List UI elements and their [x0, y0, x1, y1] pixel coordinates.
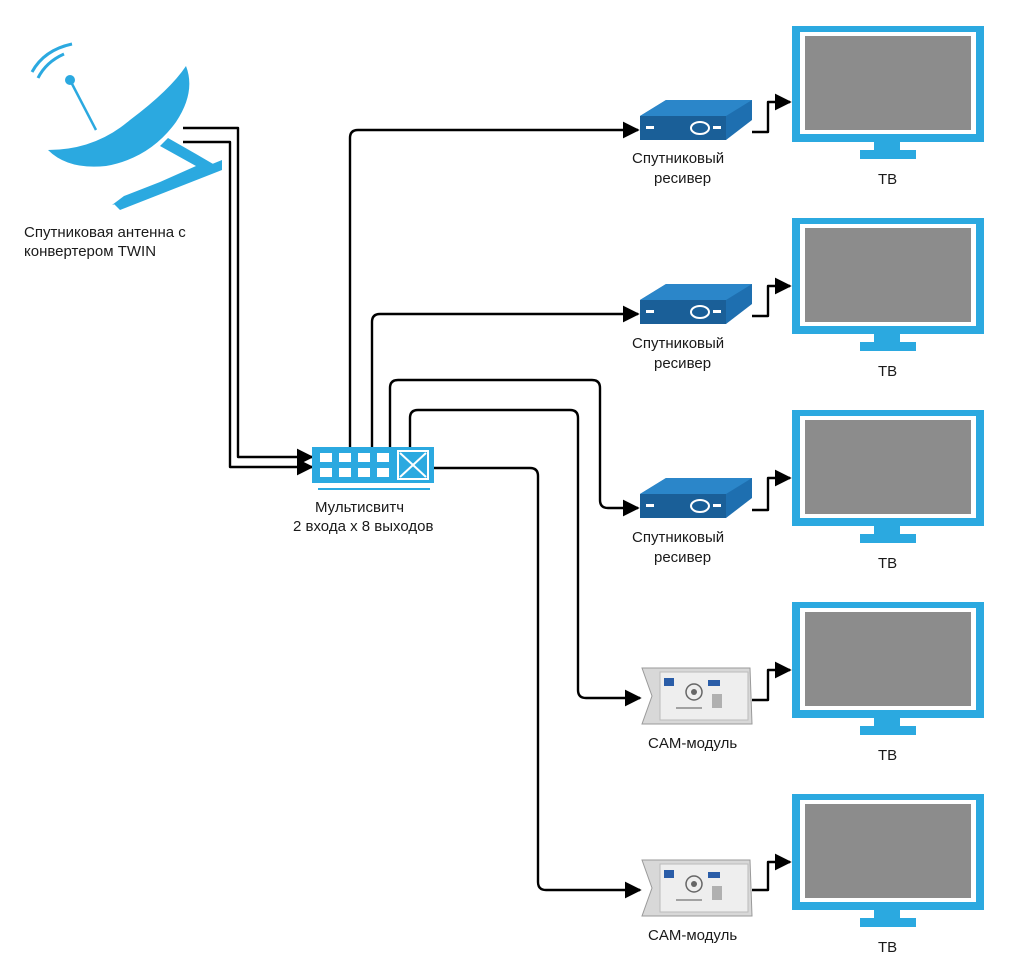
- receiver-3-label-line2: ресивер: [654, 549, 711, 566]
- receiver-3-label-line1: Спутниковый: [632, 529, 724, 546]
- tv-3-label: ТВ: [878, 555, 897, 572]
- wire-antenna-to-multiswitch-1: [183, 126, 314, 466]
- tv-2-label: ТВ: [878, 363, 897, 380]
- tv-icon: [792, 602, 984, 735]
- wire-antenna-to-multiswitch-2: [183, 140, 314, 476]
- receiver-2-label-line1: Спутниковый: [632, 335, 724, 352]
- wire-multiswitch-to-receiver-3: [388, 378, 640, 517]
- cam-module-icon: [641, 859, 753, 917]
- tv-icon: [792, 26, 984, 159]
- cam-module-2-label: CAM-модуль: [648, 927, 737, 944]
- tv-4-label: ТВ: [878, 747, 897, 764]
- tv-1-label: ТВ: [878, 171, 897, 188]
- cam-module-1-label: CAM-модуль: [648, 735, 737, 752]
- tv-5-label: ТВ: [878, 939, 897, 956]
- antenna-label-line1: Спутниковая антенна с: [24, 224, 186, 241]
- tv-icon: [792, 218, 984, 351]
- antenna-label-line2: конвертером TWIN: [24, 243, 156, 260]
- wires: [183, 93, 792, 899]
- wire-receiver-2-to-tv-2: [752, 277, 792, 318]
- wire-multiswitch-to-receiver-2: [370, 305, 640, 448]
- tv-icon: [792, 410, 984, 543]
- multiswitch-label-line1: Мультисвитч: [315, 499, 404, 516]
- wire-receiver-3-to-tv-3: [752, 469, 792, 512]
- satellite-dish-icon: [30, 42, 222, 210]
- tv-icon: [792, 794, 984, 927]
- satellite-receiver-icon: [640, 284, 752, 324]
- receiver-1-label-line2: ресивер: [654, 170, 711, 187]
- wire-multiswitch-to-cam-2: [434, 466, 642, 899]
- satellite-receiver-icon: [640, 100, 752, 140]
- cam-module-icon: [641, 667, 753, 725]
- receiver-2-label-line2: ресивер: [654, 355, 711, 372]
- wire-multiswitch-to-receiver-1: [348, 121, 640, 448]
- multiswitch-icon: [312, 447, 434, 490]
- wire-multiswitch-to-cam-1: [408, 408, 642, 707]
- receiver-1-label-line1: Спутниковый: [632, 150, 724, 167]
- wire-cam-2-to-tv-5: [752, 853, 792, 892]
- wire-cam-1-to-tv-4: [752, 661, 792, 702]
- satellite-receiver-icon: [640, 478, 752, 518]
- wire-receiver-1-to-tv-1: [752, 93, 792, 134]
- multiswitch-label-line2: 2 входа x 8 выходов: [293, 518, 433, 535]
